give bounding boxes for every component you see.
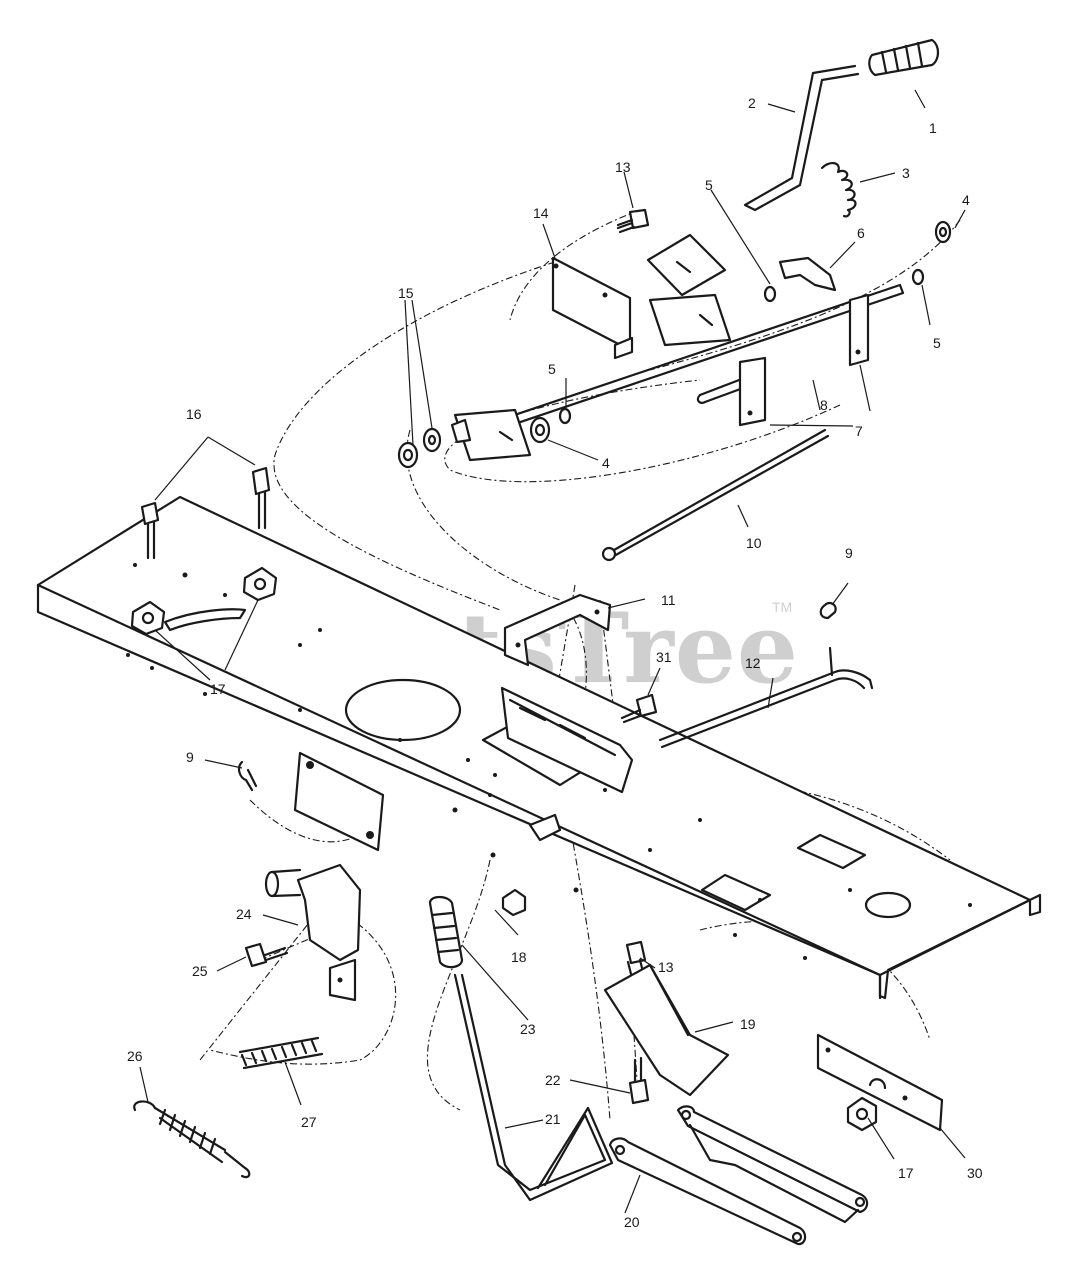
callout-5-middle: 5 [548, 361, 556, 377]
spring-27 [238, 1036, 324, 1070]
rod-12 [658, 646, 874, 749]
clip-9-left [237, 760, 258, 792]
bolt-22 [628, 1056, 650, 1105]
callout-10: 10 [746, 535, 762, 551]
bracket-14 [551, 256, 632, 352]
callout-1: 1 [929, 120, 937, 136]
bolts-16 [140, 466, 271, 560]
lever-arms [450, 233, 732, 462]
callout-23: 23 [520, 1021, 536, 1037]
rod-10 [601, 428, 830, 562]
spring-3 [820, 162, 857, 218]
shaft-8 [468, 283, 905, 440]
callout-31: 31 [656, 649, 672, 665]
nut-18 [501, 888, 527, 917]
callout-9-top: 9 [845, 545, 853, 561]
pedal-plate-19 [603, 963, 730, 1097]
callout-15: 15 [398, 285, 414, 301]
handle-rod-2 [743, 64, 860, 212]
callout-7: 7 [855, 423, 863, 439]
bolt-25 [244, 942, 289, 968]
watermark-trademark: TM [772, 599, 792, 615]
pivot-bracket-24 [264, 863, 362, 1002]
callout-27: 27 [301, 1114, 317, 1130]
callout-17-right: 17 [898, 1165, 914, 1181]
clip-9-top [819, 601, 837, 620]
bolt-13-top [616, 208, 650, 234]
callout-13-upper: 13 [615, 159, 631, 175]
callout-3: 3 [902, 165, 910, 181]
callout-4-upper: 4 [962, 192, 970, 208]
callout-8: 8 [820, 397, 828, 413]
callout-20: 20 [624, 1214, 640, 1230]
bolt-31 [620, 693, 658, 724]
callout-21: 21 [545, 1111, 561, 1127]
bracket-left-plate [293, 751, 385, 852]
callout-12: 12 [745, 655, 761, 671]
callout-5-upper: 5 [705, 177, 713, 193]
callout-11: 11 [661, 592, 676, 608]
grip-1 [868, 38, 940, 77]
callout-22: 22 [545, 1072, 561, 1088]
callout-4-lower: 4 [602, 455, 610, 471]
plate-30 [816, 1033, 944, 1132]
callout-26: 26 [127, 1048, 143, 1064]
callout-13-lower: 13 [658, 959, 674, 975]
bracket-11 [503, 593, 612, 667]
spring-26 [133, 1100, 251, 1179]
bracket-6 [778, 256, 837, 292]
grip-23 [428, 895, 464, 969]
callout-labels: 1 2 3 4 4 5 5 5 6 7 8 9 9 10 11 12 13 13… [127, 95, 983, 1230]
mounting-plate [500, 686, 634, 842]
callout-9-left: 9 [186, 749, 194, 765]
callout-25: 25 [192, 963, 208, 979]
callout-2: 2 [748, 95, 756, 111]
leader-lines [139, 89, 966, 1214]
callout-6: 6 [857, 225, 865, 241]
callout-24: 24 [236, 906, 252, 922]
callout-30: 30 [967, 1165, 983, 1181]
callout-14: 14 [533, 205, 549, 221]
callout-18: 18 [511, 949, 527, 965]
callout-19: 19 [740, 1016, 756, 1032]
callout-16: 16 [186, 406, 202, 422]
nuts-17 [130, 566, 878, 1132]
pedal-rod-21 [453, 973, 614, 1202]
callout-17-left: 17 [210, 681, 226, 697]
callout-5-right: 5 [933, 335, 941, 351]
linkage-plate-20 [608, 1105, 869, 1246]
washers [397, 220, 952, 469]
